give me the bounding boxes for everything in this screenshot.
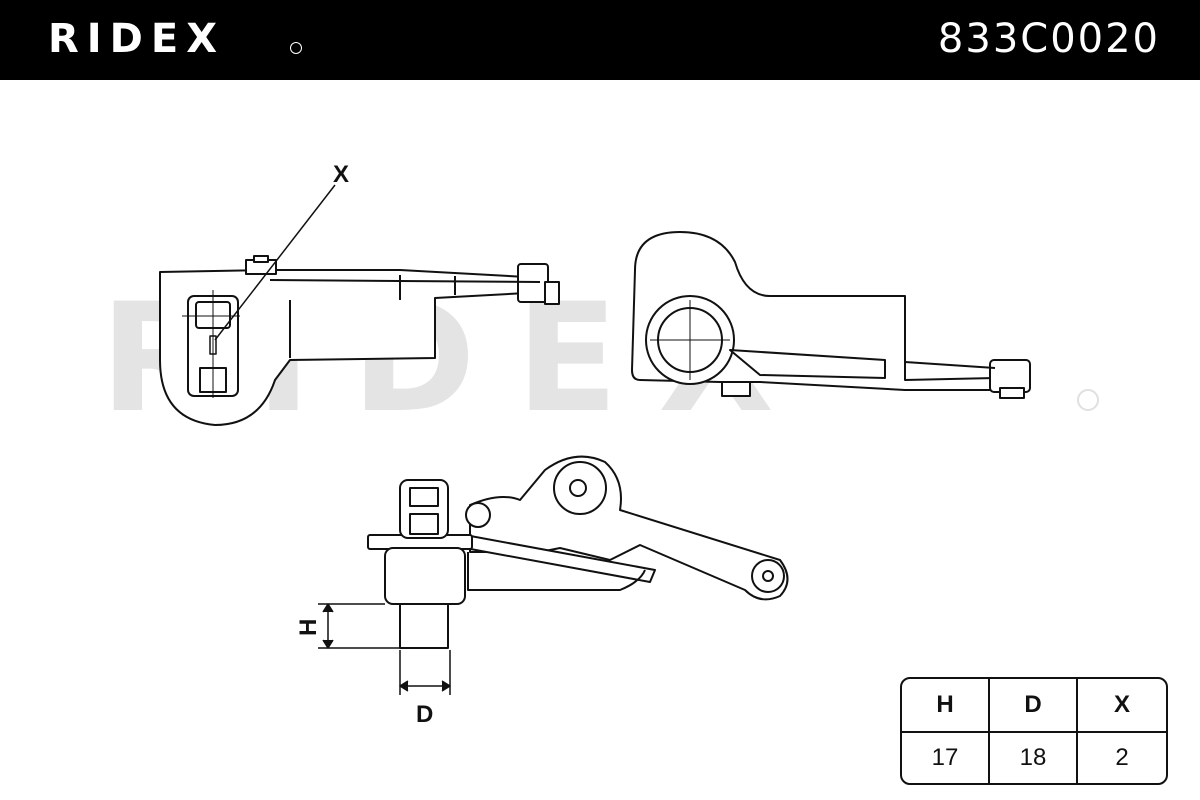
table-header-x: X bbox=[1078, 679, 1166, 733]
table-value-h: 17 bbox=[902, 733, 990, 783]
sensor-side-view-right bbox=[631, 231, 1031, 399]
dimension-table: H D X 17 18 2 bbox=[900, 677, 1168, 785]
table-header-d: D bbox=[990, 679, 1078, 733]
header-bar: RIDEX 833C0020 bbox=[0, 0, 1200, 80]
watermark-registered-icon bbox=[1077, 389, 1099, 411]
technical-drawing: RIDEX bbox=[100, 161, 1099, 728]
table-value-d: 18 bbox=[990, 733, 1078, 783]
table-row: 17 18 2 bbox=[902, 733, 1166, 783]
part-number: 833C0020 bbox=[937, 16, 1160, 62]
table-value-x: 2 bbox=[1115, 744, 1129, 771]
label-x: X bbox=[333, 161, 349, 188]
x-leader-line bbox=[214, 184, 336, 341]
dimension-markers bbox=[318, 603, 451, 695]
brand-logo: RIDEX bbox=[48, 16, 226, 62]
table-header-h: H bbox=[902, 679, 990, 733]
label-d: D bbox=[416, 701, 433, 728]
sensor-front-view bbox=[367, 455, 789, 649]
registered-mark-icon bbox=[290, 42, 302, 54]
label-h: H bbox=[295, 619, 322, 636]
table-header-row: H D X bbox=[902, 679, 1166, 733]
